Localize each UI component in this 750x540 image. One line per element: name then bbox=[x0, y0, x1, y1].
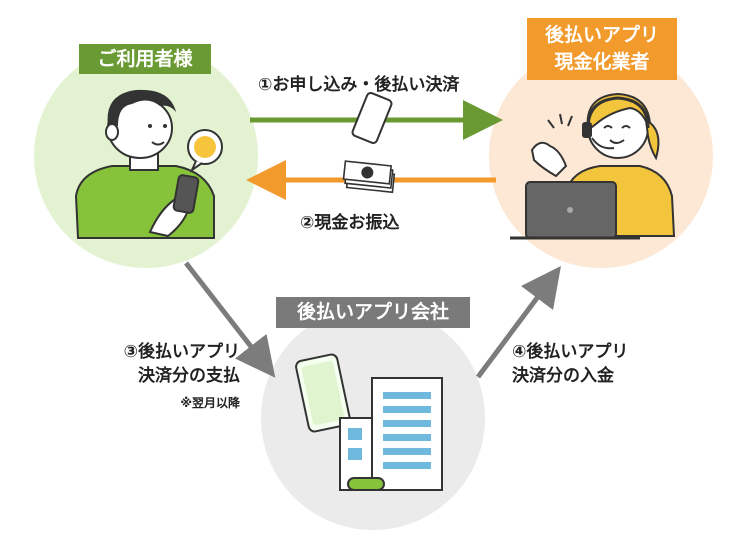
company-building-illustration bbox=[295, 353, 443, 491]
user-phone-icon bbox=[172, 174, 200, 214]
vendor-label-line1: 後払いアプリ bbox=[544, 24, 659, 46]
step4-label: ④後払いアプリ 決済分の入金 bbox=[512, 340, 628, 388]
company-label: 後払いアプリ会社 bbox=[276, 297, 470, 328]
vendor-operator-illustration bbox=[510, 92, 676, 240]
step4-line1: ④後払いアプリ bbox=[512, 342, 629, 362]
step4-line2: 決済分の入金 bbox=[512, 366, 614, 386]
smartphone-icon bbox=[351, 92, 393, 144]
step1-label: ①お申し込み・後払い決済 bbox=[258, 75, 460, 95]
step2-label: ②現金お振込 bbox=[300, 213, 400, 233]
step3-note: ※翌月以降 bbox=[180, 396, 240, 410]
user-person-illustration bbox=[74, 89, 215, 239]
arrow-step3 bbox=[184, 261, 276, 378]
step3-label: ③後払いアプリ 決済分の支払 bbox=[124, 340, 240, 388]
step3-line2: 決済分の支払 bbox=[138, 366, 240, 386]
company-smartphone-icon bbox=[295, 353, 351, 433]
user-label: ご利用者様 bbox=[79, 44, 211, 74]
cash-bills-icon bbox=[342, 160, 396, 194]
vendor-label-line2: 現金化業者 bbox=[554, 51, 650, 73]
yen-bubble-icon bbox=[187, 129, 223, 173]
vendor-label: 後払いアプリ 現金化業者 bbox=[527, 18, 677, 80]
arrow-step4 bbox=[475, 265, 561, 379]
step3-line1: ③後払いアプリ bbox=[123, 342, 240, 362]
